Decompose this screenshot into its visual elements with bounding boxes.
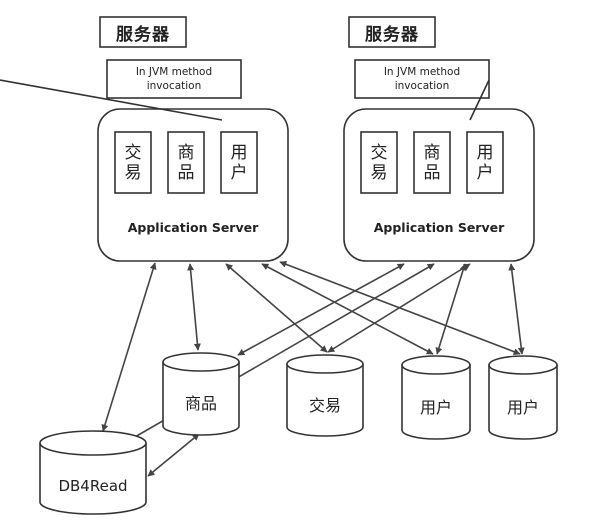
db-db4read-cylinder: [39, 430, 147, 515]
server-1-module-product-char-1: 商: [177, 142, 195, 163]
server-2-module-user-char-1: 用: [476, 142, 494, 163]
db-db4read-label: DB4Read: [58, 477, 128, 495]
server-2-module-product-box: [413, 131, 451, 194]
server-1-note: In JVM method invocation: [107, 60, 241, 98]
server-1-module-user-char-1: 用: [230, 142, 248, 163]
server-1-box: [97, 108, 289, 262]
server-2-note-box: [354, 59, 490, 99]
server-2-module-product-char-2: 品: [423, 162, 441, 183]
server-1-label: Application Server: [127, 219, 259, 235]
arrow-s1-db4read: [101, 262, 157, 432]
server-2-module-trade-char-2: 易: [370, 162, 388, 183]
server-2-module-user-char-2: 户: [476, 162, 494, 183]
server-1-note-pointer: [0, 79, 223, 121]
server-2-title-box: [348, 16, 436, 48]
server-1-module-trade: 交 易: [115, 132, 151, 193]
server-1-module-trade-box: [114, 131, 152, 194]
db-user-1-cylinder: [401, 355, 471, 440]
arrow-s1-product-db: [187, 263, 201, 351]
server-2-module-product-char-1: 商: [423, 142, 441, 163]
server-2-module-product: 商 品: [414, 132, 450, 193]
arrow-s2-user-db-1: [435, 263, 467, 355]
server-2-title: 服务器: [365, 24, 419, 45]
server-2-label: Application Server: [373, 219, 505, 235]
server-1-module-product-char-2: 品: [177, 162, 195, 183]
server-2-note: In JVM method invocation: [355, 60, 489, 98]
server-2-module-trade-box: [360, 131, 398, 194]
server-1-module-trade-char-1: 交: [124, 142, 142, 163]
db-trade-label: 交易: [308, 396, 341, 415]
db-trade-cylinder: [286, 354, 364, 437]
server-1-title-box: [99, 16, 187, 48]
server-1-module-product: 商 品: [168, 132, 204, 193]
connection-arrows: [101, 260, 525, 477]
db-user-2-cylinder: [488, 355, 558, 440]
db-user-1-label: 用户: [419, 398, 452, 417]
server-2-module-user-box: [466, 131, 504, 194]
server-1-note-line-1: In JVM method: [135, 66, 213, 78]
db-product-cylinder: [162, 352, 240, 436]
server-1-module-user: 用 户: [221, 132, 257, 193]
server-1-note-box: [106, 59, 242, 99]
server-2-note-line-2: invocation: [394, 80, 450, 92]
server-1-module-user-box: [220, 131, 258, 194]
arrow-s2-user-db-2: [508, 263, 525, 355]
server-1-module-product-box: [167, 131, 205, 194]
server-2-module-user: 用 户: [467, 132, 503, 193]
server-2-module-trade: 交 易: [361, 132, 397, 193]
server-2-note-pointer: [469, 79, 490, 121]
db-user-2-label: 用户: [506, 398, 539, 417]
arrow-s2-trade-db: [327, 263, 471, 353]
server-1-note-line-2: invocation: [146, 80, 202, 92]
server-1-module-trade-char-2: 易: [124, 162, 142, 183]
arrow-s1-trade-db: [225, 263, 328, 353]
arrow-product-db4read: [147, 433, 200, 477]
server-2-note-line-1: In JVM method: [383, 66, 461, 78]
server-2-module-trade-char-1: 交: [370, 142, 388, 163]
server-1-module-user-char-2: 户: [230, 162, 248, 183]
db-product-label: 商品: [184, 394, 217, 413]
server-1-title: 服务器: [116, 24, 170, 45]
